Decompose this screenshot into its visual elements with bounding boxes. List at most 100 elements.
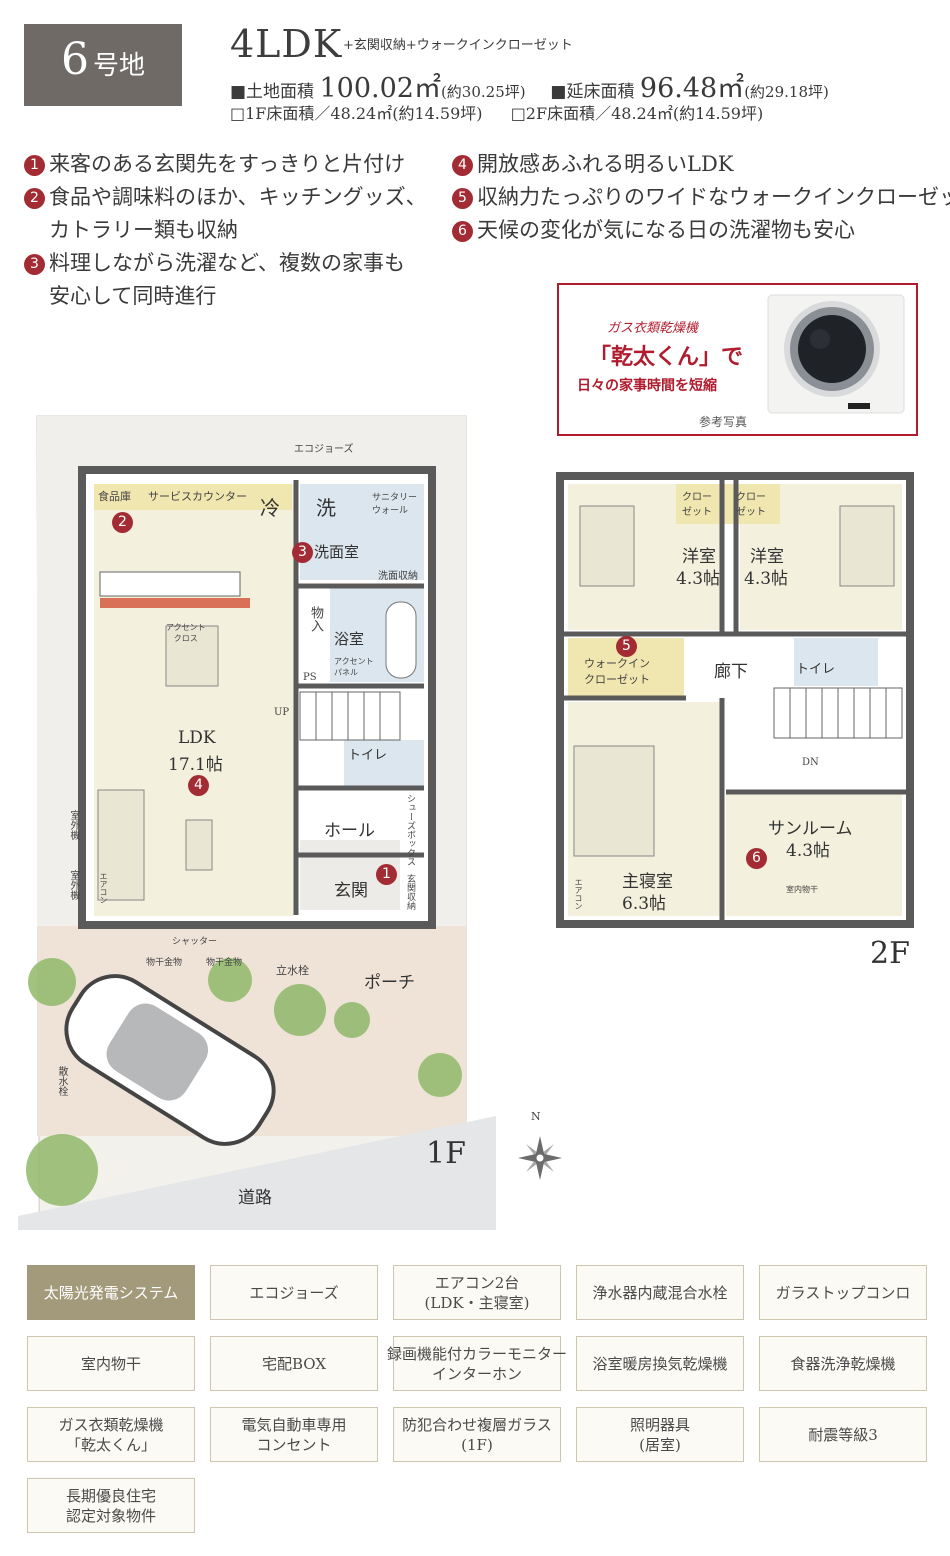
western-2-name: 洋室: [750, 547, 784, 567]
amenity-tile: ガス衣類乾燥機 「乾太くん」: [27, 1407, 195, 1462]
sunroom-size: 4.3帖: [786, 841, 831, 861]
shoe-box-label: シューズボックス: [405, 794, 415, 866]
aircon-2f-label: エアコン: [574, 878, 583, 910]
aircon-1f-label: エアコン: [99, 872, 108, 904]
amenity-tile: 食器洗浄乾燥機: [759, 1336, 927, 1391]
plan-type: 4LDK: [230, 22, 343, 66]
porch-label: ポーチ: [364, 973, 415, 993]
floor-area-label: ■延床面積: [550, 82, 635, 102]
washer-label: 洗: [316, 496, 336, 520]
outdoor-unit-label-2: 室外機: [68, 870, 79, 900]
marker-1: 1: [376, 864, 397, 885]
lot-badge: 6 号地: [24, 24, 182, 106]
washroom-label: 洗面室: [314, 543, 360, 561]
amenity-tile: 浄水器内蔵混合水栓: [576, 1265, 744, 1320]
ps-label: PS: [303, 672, 317, 683]
hall-label: ホール: [324, 821, 375, 841]
corridor-label: 廊下: [714, 662, 748, 682]
up-label: UP: [274, 707, 290, 718]
dn-label: DN: [802, 757, 819, 768]
ecojoze-label: エコジョーズ: [294, 444, 354, 455]
amenity-tile: 宅配BOX: [210, 1336, 378, 1391]
amenity-tile: 照明器具 (居室): [576, 1407, 744, 1462]
indoor-dryer-label: 室内物干: [786, 885, 818, 894]
dryer-hanger-label-2: 物干金物: [206, 958, 243, 968]
bathroom-label: 浴室: [334, 630, 365, 648]
amenity-tile: 長期優良住宅 認定対象物件: [27, 1478, 195, 1533]
master-name: 主寝室: [622, 872, 673, 892]
car-icon: [64, 974, 276, 1146]
wic-label: ウォークイン クローゼット: [584, 657, 650, 686]
sunroom-name: サンルーム: [768, 819, 853, 839]
dryer-hanger-label-1: 物干金物: [146, 958, 183, 968]
area-row-1: ■土地面積 100.02㎡(約30.25坪) ■延床面積 96.48㎡(約29.…: [230, 66, 829, 105]
faucet-label: 立水栓: [276, 964, 309, 977]
toilet-1f-label: トイレ: [348, 748, 388, 763]
marker-5: 5: [616, 636, 637, 657]
marker-3: 3: [292, 542, 313, 563]
floor-plan-2f: [556, 472, 914, 928]
land-area-value: 100.02㎡: [319, 73, 441, 104]
dryer-product-name: 「乾太くん」で: [589, 344, 744, 370]
wash-storage-label: 洗面収納: [378, 571, 418, 582]
floor-label-2f: 2F: [870, 936, 910, 971]
entrance-label: 玄関: [334, 881, 368, 901]
amenity-tile: エアコン2台 (LDK・主寝室): [393, 1265, 561, 1320]
feature-3-line2: 安心して同時進行: [49, 284, 217, 308]
marker-6: 6: [746, 848, 767, 869]
feature-2-line2: カトラリー類も収納: [49, 218, 238, 242]
floor-label-1f: 1F: [426, 1136, 466, 1171]
dryer-caption-top: ガス衣類乾燥機: [607, 321, 699, 336]
lot-suffix: 号地: [92, 51, 145, 81]
amenity-tile: 太陽光発電システム: [27, 1265, 195, 1320]
ldk-name: LDK: [178, 728, 216, 748]
area-row-2: □1F床面積／48.24㎡(約14.59坪) □2F床面積／48.24㎡(約14…: [230, 100, 763, 124]
shutter-label: シャッター: [172, 937, 218, 947]
road-label: 道路: [238, 1188, 272, 1208]
amenity-tile: ガラストップコンロ: [759, 1265, 927, 1320]
plan-extra: +玄関収納+ウォークインクローゼット: [343, 38, 573, 53]
western-1-name: 洋室: [682, 547, 716, 567]
floor-area-value: 96.48㎡: [639, 73, 745, 104]
dryer-promo: ガス衣類乾燥機 「乾太くん」で 日々の家事時間を短縮 参考写真: [557, 283, 918, 436]
accent-panel-label: アクセント パネル: [334, 657, 374, 677]
floor-plan-1f: [18, 415, 496, 1230]
service-counter-label: サービスカウンター: [148, 490, 247, 503]
pantry-label: 食品庫: [98, 490, 131, 503]
closet-1-label: クロー ゼット: [682, 492, 712, 518]
outdoor-unit-label-1: 室外機: [68, 810, 79, 840]
amenity-tile: 耐震等級3: [759, 1407, 927, 1462]
storage-label: 物入: [308, 606, 323, 632]
amenity-tile: 浴室暖房換気乾燥機: [576, 1336, 744, 1391]
accent-cloth-label: アクセント クロス: [166, 623, 206, 643]
dryer-photo-caption: 参考写真: [699, 415, 748, 429]
amenity-tile: エコジョーズ: [210, 1265, 378, 1320]
sanitary-label: サニタリー ウォール: [372, 493, 418, 516]
amenity-tile: 室内物干: [27, 1336, 195, 1391]
closet-2-label: クロー ゼット: [736, 492, 766, 518]
floor1-area: □1F床面積／48.24㎡(約14.59坪): [230, 104, 483, 123]
ldk-size: 17.1帖: [168, 755, 223, 775]
land-area-tsubo: (約30.25坪): [440, 83, 526, 101]
western-1-size: 4.3帖: [676, 569, 721, 589]
compass-icon: [518, 1136, 562, 1180]
land-area-label: ■土地面積: [230, 82, 315, 102]
western-2-size: 4.3帖: [744, 569, 789, 589]
amenity-tile: 録画機能付カラーモニター インターホン: [387, 1336, 567, 1391]
fridge-label: 冷: [260, 496, 280, 520]
compass-north: N: [531, 1110, 541, 1123]
dryer-caption-bottom: 日々の家事時間を短縮: [577, 378, 717, 394]
marker-2: 2: [112, 512, 133, 533]
floor2-area: □2F床面積／48.24㎡(約14.59坪): [510, 104, 764, 123]
amenity-tile: 防犯合わせ複層ガラス (1F): [393, 1407, 561, 1462]
entrance-storage-label: 玄関収納: [405, 874, 415, 910]
toilet-2f-label: トイレ: [796, 662, 836, 677]
floor-area-tsubo: (約29.18坪): [744, 83, 829, 101]
